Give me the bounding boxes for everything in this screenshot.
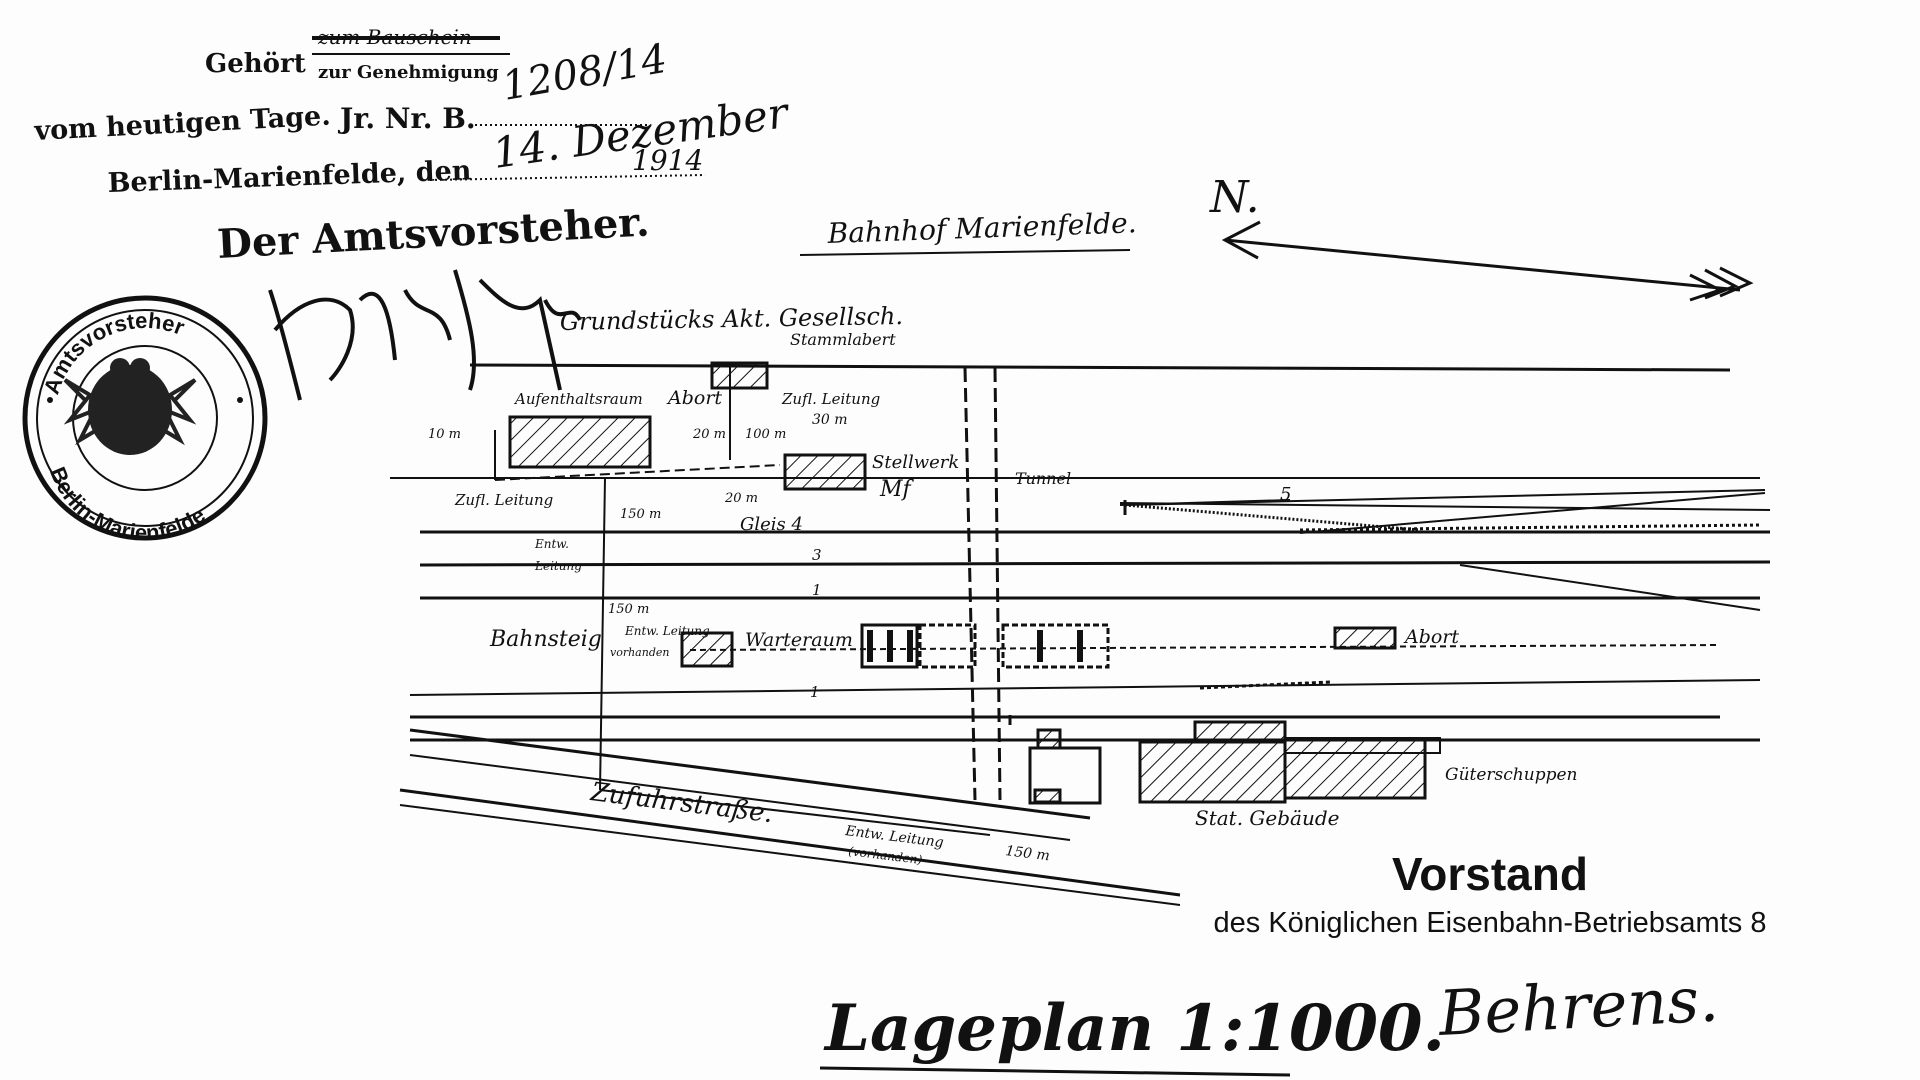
track4-label: Gleis 4: [740, 514, 803, 535]
office-block: Vorstand des Königlichen Eisenbahn-Betri…: [1214, 848, 1767, 939]
supply-line-left-label: Zufl. Leitung: [454, 491, 553, 509]
toilet-right-label: Abort: [1403, 626, 1459, 648]
signal-box-code: Mf: [879, 477, 915, 502]
platform-shelters: [860, 623, 1110, 669]
track-number-5: 5: [1280, 484, 1291, 505]
drain-label-1: Entw.: [534, 537, 569, 551]
office-signature: Behrens.: [1436, 962, 1720, 1050]
stamp-line2-prefix: vom heutigen Tage.: [33, 101, 332, 148]
company-sub-label: Stammlabert: [790, 330, 896, 349]
office-title: Vorstand: [1392, 848, 1588, 900]
stamp-line3-prefix: Berlin-Marienfelde, den: [107, 155, 472, 199]
toilet-top-label: Abort: [666, 387, 722, 409]
drain-existing-label: Entw. Leitung: [624, 624, 710, 638]
seal-bottom-text: Berlin-Marienfelde: [45, 463, 210, 545]
north-label: N.: [1209, 172, 1260, 223]
eagle-emblem-icon: [63, 358, 197, 455]
official-signature-scribble: [268, 269, 582, 401]
track-number-3: 3: [812, 546, 822, 564]
signal-box-building: [783, 453, 867, 491]
goods-shed-building: [1283, 738, 1427, 800]
drain-existing-label-2: vorhanden: [610, 646, 669, 659]
tunnel-label: Tunnel: [1015, 469, 1071, 488]
dim-10m-left: 10 m: [428, 427, 461, 442]
company-label: Grundstücks Akt. Gesellsch.: [560, 302, 904, 336]
waiting-room-outer-building: [508, 415, 652, 469]
dim-20m: 20 m: [692, 427, 726, 442]
office-subtitle: des Königlichen Eisenbahn-Betriebsamts 8: [1214, 907, 1767, 939]
station-name-label: Bahnhof Marienfelde.: [826, 206, 1137, 250]
waiting-room-building: [680, 631, 734, 668]
year-handwritten: 1914: [632, 144, 703, 177]
buildings: [508, 361, 1441, 805]
plan-header: Bahnhof Marienfelde. N. Grundstücks Akt.…: [560, 172, 1754, 349]
stamp-approval-word: zur Genehmigung: [318, 62, 499, 83]
drain-label-2: Leitung: [534, 559, 582, 573]
stamp-line1-prefix: Gehört: [205, 49, 306, 79]
supply-line-top-label: Zufl. Leitung: [781, 390, 880, 408]
station-building: [1138, 740, 1287, 804]
stamp-authority: Der Amtsvorsteher.: [216, 198, 651, 268]
date-dotted-line: [429, 174, 706, 181]
platform-label: Bahnsteig: [489, 627, 602, 652]
dim-150m: 150 m: [620, 507, 661, 522]
waiting-room-label: Warteraum: [745, 629, 853, 651]
dim-100m: 100 m: [745, 427, 786, 442]
stamp-journal-label: Jr. Nr. B.: [337, 102, 476, 135]
access-road-label: Zufuhrstraße.: [588, 777, 774, 829]
drain-planned-length: 150 m: [1005, 843, 1051, 864]
track-number-1b: 1: [810, 683, 820, 701]
track-number-1: 1: [812, 581, 822, 599]
waiting-room-outer-label: Aufenthaltsraum: [513, 390, 643, 408]
plan-title: Lageplan 1:1000.: [823, 991, 1445, 1066]
toilet-top-building: [710, 361, 769, 390]
dim-150m-2: 150 m: [608, 602, 649, 617]
signal-box-label: Stellwerk: [872, 452, 959, 473]
toilet-right-building: [1333, 626, 1397, 650]
journal-number-handwritten: 1208/14: [499, 36, 671, 110]
footer: Lageplan 1:1000. Behrens.: [819, 962, 1720, 1077]
north-arrow-icon: [1221, 220, 1754, 302]
track-lines: [390, 363, 1771, 906]
dim-20m-2: 20 m: [724, 491, 758, 506]
small-shed: [1028, 746, 1102, 805]
supply-line-top-length: 30 m: [812, 412, 848, 428]
goods-shed-label: Güterschuppen: [1445, 765, 1577, 785]
round-seal: Amtsvorsteher Berlin-Marienfelde: [22, 295, 268, 545]
station-building-label: Stat. Gebäude: [1195, 806, 1339, 830]
approval-stamp-block: Gehört zum Bauschein zur Genehmigung 120…: [33, 25, 794, 401]
